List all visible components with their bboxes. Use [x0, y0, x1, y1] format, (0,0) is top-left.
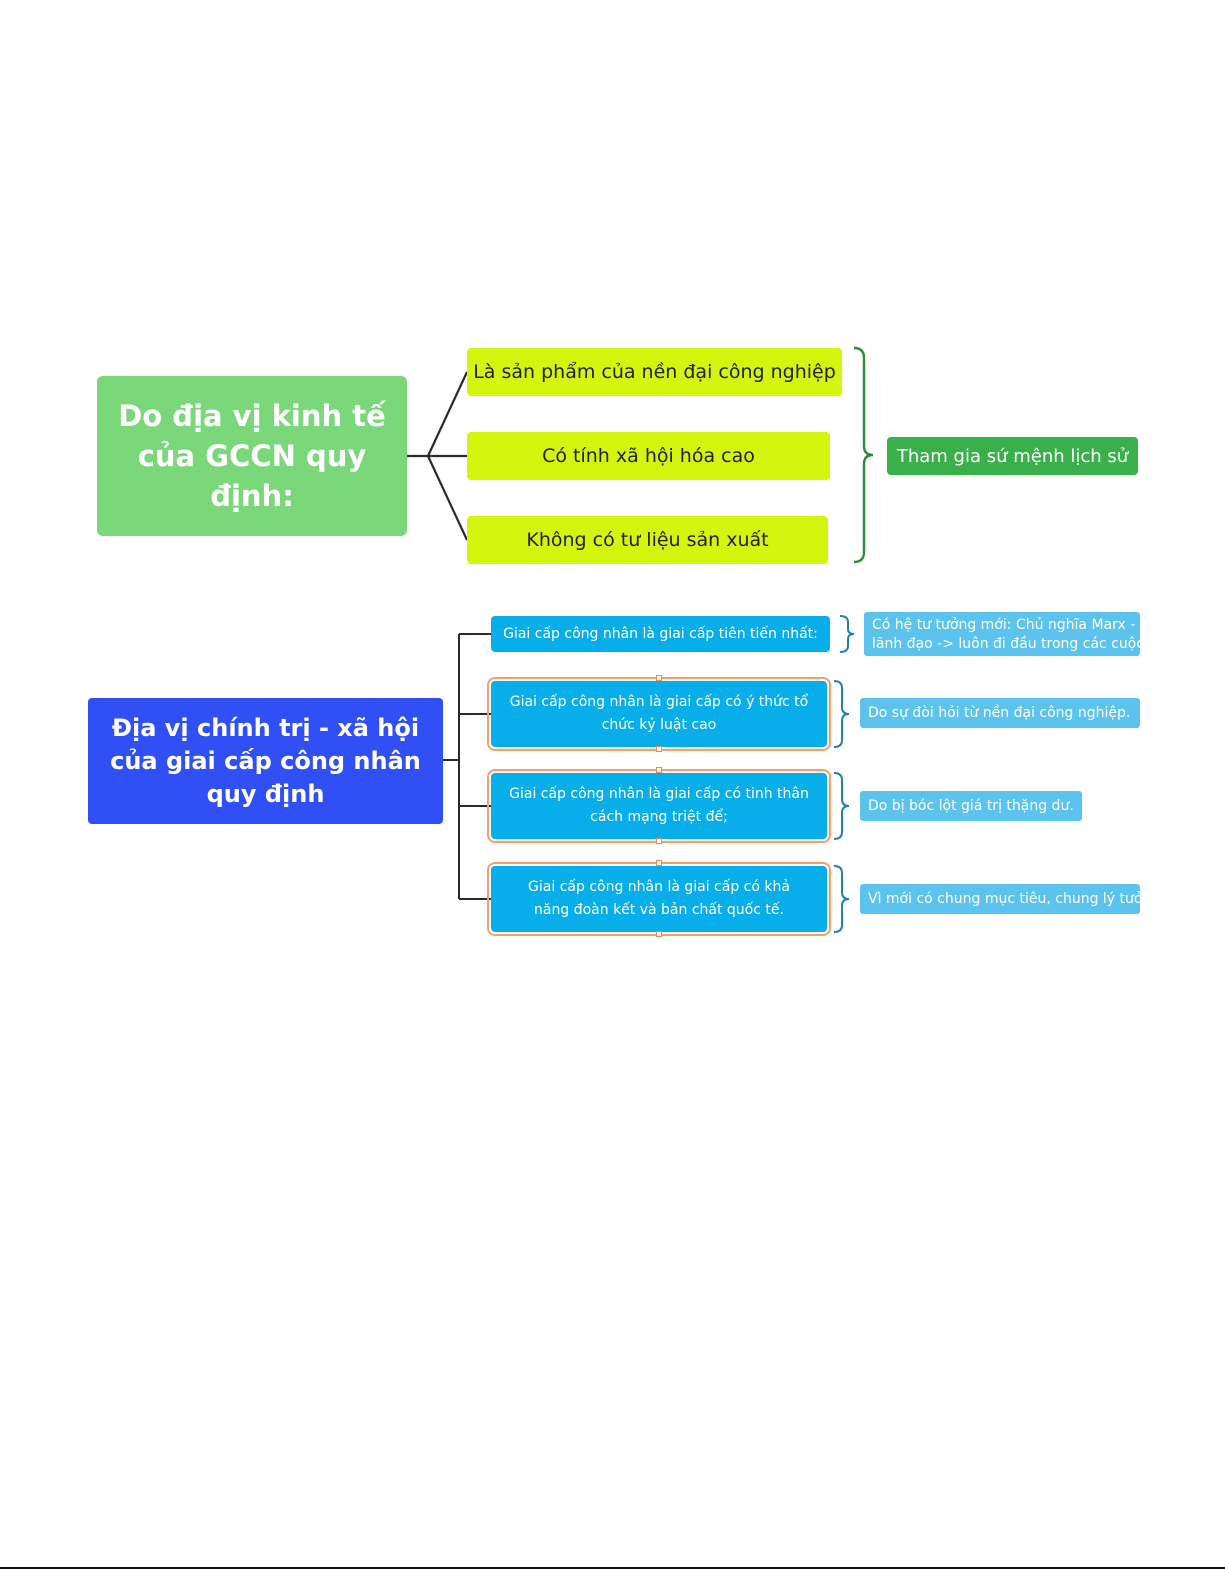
diagram1-brace	[853, 346, 874, 564]
diagram1-result-node[interactable]: Tham gia sứ mệnh lịch sử	[887, 437, 1138, 475]
diagram2-child-node-selected[interactable]: Giai cấp công nhân là giai cấp có ý thức…	[487, 677, 831, 751]
selection-handle[interactable]	[656, 767, 662, 773]
diagram2-note[interactable]: Do sự đòi hỏi từ nền đại công nghiệp.	[860, 698, 1140, 728]
selection-handle[interactable]	[656, 860, 662, 866]
diagram2-brace-4	[833, 865, 850, 933]
selection-handle[interactable]	[656, 931, 662, 937]
diagram2-child-node-selected[interactable]: Giai cấp công nhân là giai cấp có tinh t…	[487, 769, 831, 843]
diagram2-root-node[interactable]: Địa vị chính trị - xã hội của giai cấp c…	[88, 698, 443, 824]
diagram2-brace-2	[833, 680, 850, 748]
diagram2-note-line: Do sự đòi hỏi từ nền đại công nghiệp.	[868, 704, 1131, 721]
diagram1-branch-node[interactable]: Có tính xã hội hóa cao	[467, 432, 830, 480]
diagram2-braces	[833, 615, 855, 933]
diagram1-root-node[interactable]: Do địa vị kinh tế của GCCN quy định:	[97, 376, 407, 536]
diagram2-child-node[interactable]: Giai cấp công nhân là giai cấp tiên tiến…	[491, 616, 830, 652]
diagram1-branch-node[interactable]: Là sản phẩm của nền đại công nghiệp	[467, 348, 842, 396]
page-bottom-rule	[0, 1567, 1225, 1569]
selection-handle[interactable]	[656, 746, 662, 752]
diagram2-note[interactable]: Có hệ tư tưởng mới: Chủ nghĩa Marx - lãn…	[864, 612, 1140, 656]
diagram2-child-node-selected[interactable]: Giai cấp công nhân là giai cấp có khả nă…	[487, 862, 831, 936]
diagram2-connectors	[443, 633, 491, 900]
diagram2-note-line: Do bị bóc lột giá trị thặng dư.	[868, 797, 1074, 814]
diagram2-note-line: Vì mới có chung mục tiêu, chung lý tưở	[868, 890, 1140, 907]
selection-handle[interactable]	[656, 838, 662, 844]
diagram2-note[interactable]: Do bị bóc lột giá trị thặng dư.	[860, 791, 1082, 821]
diagram2-note-line: lãnh đạo -> luôn đi đầu trong các cuộc	[872, 636, 1140, 652]
diagram2-brace-3	[833, 772, 850, 840]
diagram1-branch-node[interactable]: Không có tư liệu sản xuất	[467, 516, 828, 564]
diagram2-brace-1	[839, 615, 855, 653]
diagram2-note[interactable]: Vì mới có chung mục tiêu, chung lý tưở	[860, 884, 1140, 914]
diagram1-connectors	[407, 371, 468, 541]
diagram1-link-1	[427, 371, 468, 457]
diagram1-link-3	[427, 455, 468, 541]
diagram2-note-line: Có hệ tư tưởng mới: Chủ nghĩa Marx -	[872, 617, 1136, 633]
selection-handle[interactable]	[656, 675, 662, 681]
